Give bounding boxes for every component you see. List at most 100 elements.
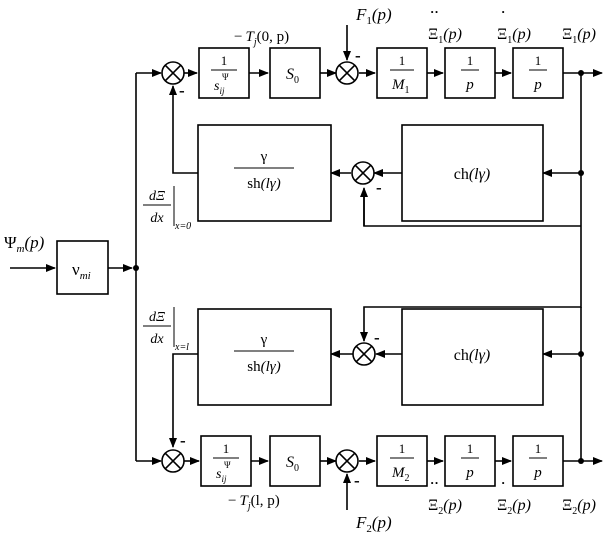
compliance-bot-num: 1 [223, 441, 230, 456]
label-xi1-vel: · Ξ1(p) [497, 4, 531, 46]
svg-text:M1: M1 [391, 77, 410, 96]
s0-top-main: S [286, 66, 294, 83]
label-psi-input: Ψm(p) [4, 233, 45, 255]
summing-junction-icon [352, 342, 376, 366]
svg-text:Ξ2(p): Ξ2(p) [428, 497, 462, 517]
mass-bot-den: M [391, 465, 406, 481]
svg-text:ch(lγ): ch(lγ) [454, 166, 491, 183]
block-integrator-bot-1: 1 p [444, 435, 496, 487]
svg-text:S0: S0 [286, 66, 299, 86]
sum2-minus-sign: - [355, 46, 361, 65]
svg-text:sij: sij [216, 467, 227, 484]
block-compliance-top: 1 sij Ψ [198, 47, 250, 99]
sum1-minus-sign: - [179, 81, 185, 100]
block-ch-bot: ch(lγ) [401, 308, 544, 406]
block-gamma-sh-bot: γ sh(lγ) [197, 308, 332, 406]
gamma-sh-top-den-arg: (lγ) [261, 176, 281, 192]
f2-sub: 2 [366, 523, 372, 535]
tj-bot-sub: j [246, 501, 251, 512]
xi1-main: Ξ [562, 26, 572, 43]
mass-top-den: M [391, 77, 406, 93]
wire-gamma-top-to-sum1 [169, 85, 198, 174]
xi1-acc-sub: 1 [438, 35, 443, 46]
label-tj-bot: −Tj(l, p) [228, 493, 280, 512]
tj-bot-arg: (l, p) [251, 493, 280, 509]
svg-text:sij: sij [214, 79, 225, 96]
label-xi2-vel: · Ξ2(p) [497, 475, 531, 517]
f1-sub: 1 [366, 15, 372, 27]
svg-text:Ξ1(p): Ξ1(p) [497, 26, 531, 46]
ch-bot-arg: (lγ) [469, 347, 490, 364]
gamma-sh-bot-den-pre: sh [247, 359, 261, 375]
block-compliance-bot: 1 sij Ψ [200, 435, 252, 487]
gamma-sh-bot-num: γ [260, 332, 268, 348]
block-mass-bot: 1 M2 [376, 435, 428, 487]
tj-bot-main: T [239, 493, 249, 509]
tj-top-minus: − [234, 29, 242, 45]
f2-main: F [355, 513, 367, 532]
tj-top-sub: j [252, 37, 257, 48]
integrator-bot-1-den: p [465, 465, 474, 481]
ch-top-pre: ch [454, 166, 469, 183]
deriv-bot-den: dx [150, 332, 164, 347]
block-s0-bot: S0 [269, 435, 321, 487]
compliance-top-sub: ij [219, 86, 225, 96]
summing-junction-icon [335, 61, 359, 85]
label-deriv-top: dΞ dx x=0 [143, 186, 191, 232]
compliance-top-num: 1 [221, 53, 228, 68]
label-xi2-acc: ·· Ξ2(p) [428, 475, 462, 517]
s0-bot-sub: 0 [294, 463, 299, 474]
integrator-top-2-den: p [533, 77, 542, 93]
mass-bot-num: 1 [399, 441, 406, 456]
block-mass-top: 1 M1 [376, 47, 428, 99]
block-nu: νmi [56, 240, 109, 295]
f2-arg: (p) [372, 513, 392, 532]
svg-text:M2: M2 [391, 465, 410, 484]
sum3-minus-sign: - [376, 178, 382, 197]
svg-text:νmi: νmi [72, 260, 91, 282]
mass-bot-sub: 2 [405, 473, 410, 484]
block-integrator-bot-2: 1 p [512, 435, 564, 487]
compliance-bot-sup: Ψ [224, 460, 231, 470]
tj-bot-minus: − [228, 493, 236, 509]
sum5-minus-sign: - [354, 471, 360, 490]
xi1-vel-sub: 1 [507, 35, 512, 46]
block-ch-top: ch(lγ) [401, 124, 544, 222]
block-integrator-top-1: 1 p [444, 47, 496, 99]
compliance-bot-den: s [216, 467, 222, 482]
xi1-sub: 1 [572, 35, 577, 46]
label-f1: F1(p) [355, 5, 392, 27]
xi2-main: Ξ [562, 497, 572, 514]
xi1-arg: (p) [577, 26, 596, 43]
nu-sub: mi [80, 270, 91, 282]
nu-main: ν [72, 260, 80, 279]
label-deriv-bot: dΞ dx x=l [143, 307, 189, 353]
xi2-acc-main: Ξ [428, 497, 438, 514]
xi2-vel-arg: (p) [512, 497, 531, 514]
deriv-top-num: dΞ [149, 189, 165, 204]
xi1-acc-dots: ·· [430, 4, 439, 19]
psi-arg: (p) [25, 233, 45, 252]
summing-junction-icon [335, 449, 359, 473]
svg-text:sh(lγ): sh(lγ) [247, 176, 280, 192]
label-f2: F2(p) [355, 513, 392, 535]
block-gamma-sh-top: γ sh(lγ) [197, 124, 332, 222]
xi2-vel-sub: 2 [507, 506, 512, 517]
deriv-top-den: dx [150, 211, 164, 226]
compliance-bot-sub: ij [221, 474, 227, 484]
svg-text:Ξ2(p): Ξ2(p) [497, 497, 531, 517]
xi1-vel-main: Ξ [497, 26, 507, 43]
deriv-top-eval: x=0 [174, 221, 191, 232]
mass-top-num: 1 [399, 53, 406, 68]
svg-text:Ξ1(p): Ξ1(p) [428, 26, 462, 46]
xi2-sub: 2 [572, 506, 577, 517]
f1-main: F [355, 5, 367, 24]
integrator-bot-2-den: p [533, 465, 542, 481]
integrator-top-1-den: p [465, 77, 474, 93]
svg-text:ch(lγ): ch(lγ) [454, 347, 491, 364]
compliance-top-den: s [214, 79, 220, 94]
mass-top-sub: 1 [405, 85, 410, 96]
s0-bot-main: S [286, 454, 294, 471]
gamma-sh-bot-den-arg: (lγ) [261, 359, 281, 375]
xi1-acc-arg: (p) [443, 26, 462, 43]
